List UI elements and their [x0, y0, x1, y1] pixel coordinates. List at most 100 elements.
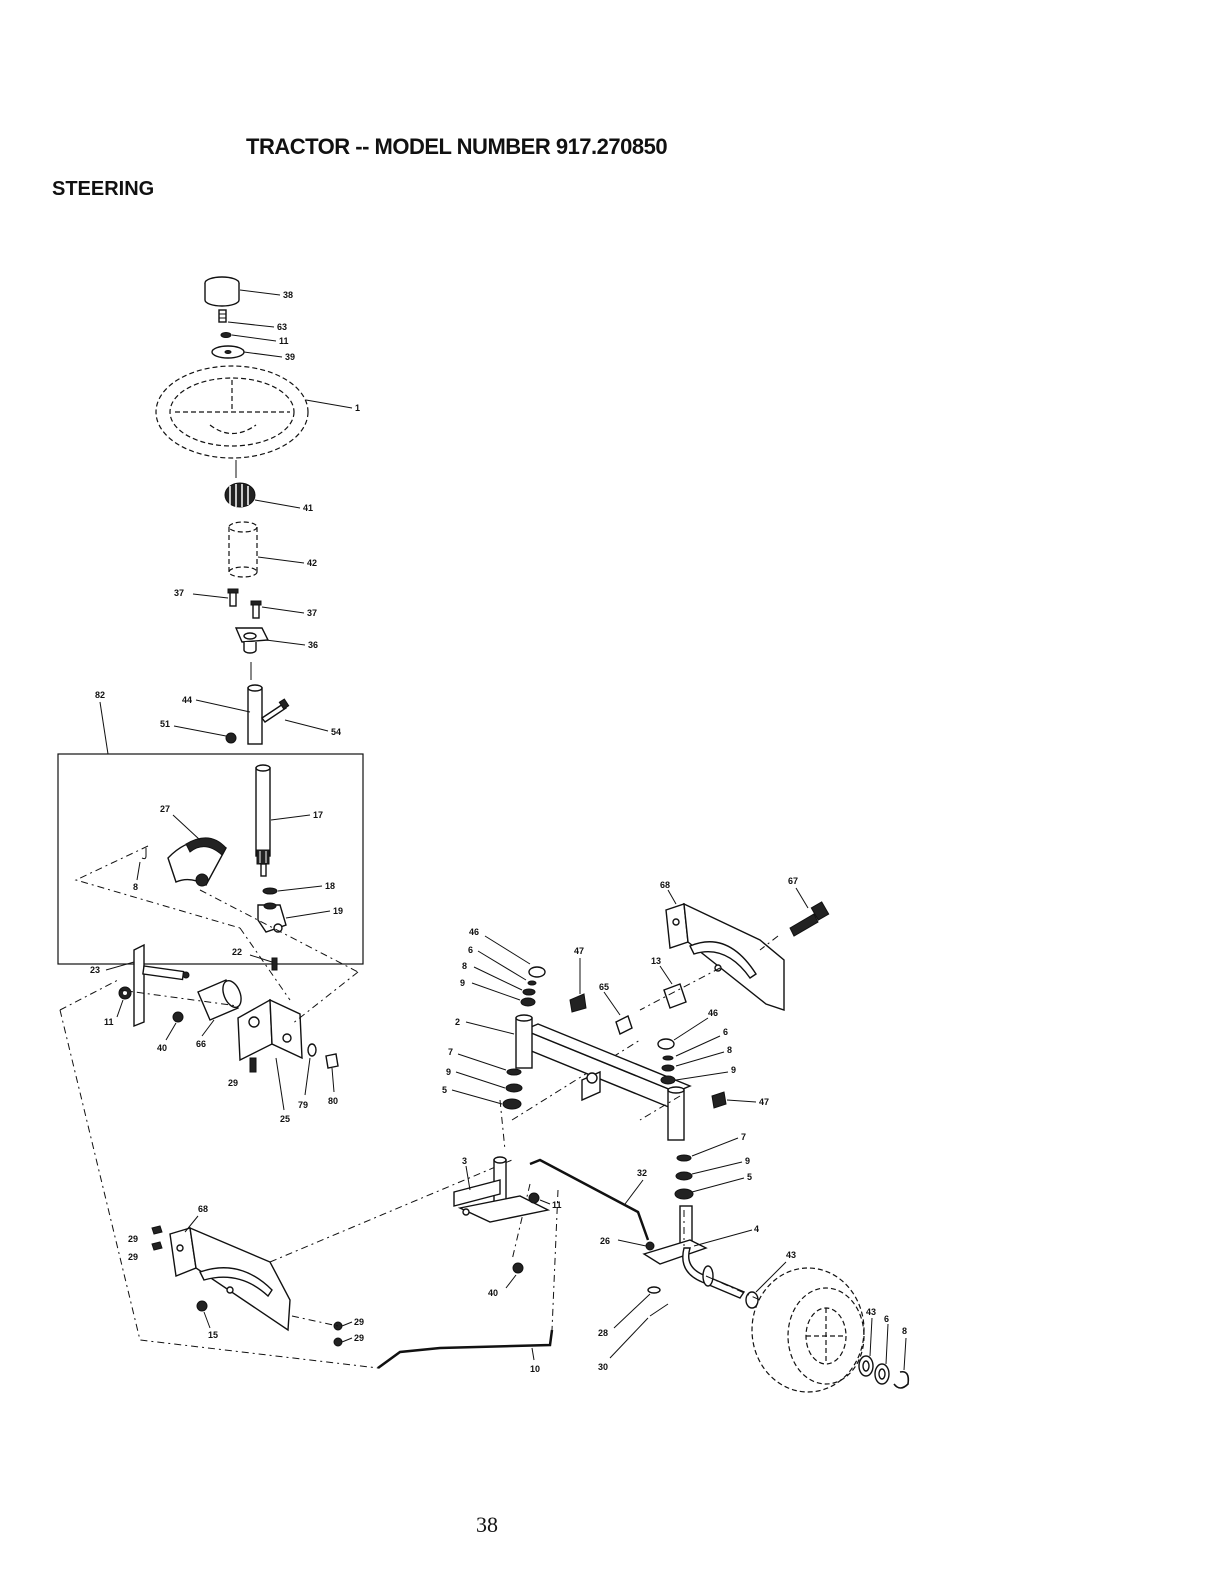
shaft-bolt	[262, 699, 289, 722]
washer-28	[648, 1287, 660, 1293]
bushing-65	[616, 1016, 632, 1034]
bolt-29-b	[152, 1242, 162, 1250]
steering-bellows	[229, 522, 257, 577]
callout-27: 27	[160, 804, 170, 814]
bolt-29-a	[152, 1226, 162, 1234]
callout-29-d: 29	[354, 1333, 364, 1343]
wheel-retaining-ring	[894, 1372, 908, 1388]
callout-3: 3	[462, 1156, 467, 1166]
bracket-washer	[308, 1044, 316, 1056]
callout-79: 79	[298, 1100, 308, 1110]
left-steering-bracket	[170, 1228, 290, 1330]
inset-nut	[173, 1012, 183, 1022]
bolt-left	[228, 589, 238, 606]
callout-6-left: 6	[468, 945, 473, 955]
left-spindle	[454, 1157, 548, 1222]
callout-9-right: 9	[731, 1065, 736, 1075]
callout-5-right: 5	[747, 1172, 752, 1182]
bracket-nut	[326, 1054, 338, 1068]
callout-47-left: 47	[574, 946, 584, 956]
callout-82: 82	[95, 690, 105, 700]
callout-63: 63	[277, 322, 287, 332]
left-upper-hardware	[521, 967, 545, 1006]
callout-5-left: 5	[442, 1085, 447, 1095]
callout-13: 13	[651, 956, 661, 966]
callout-11-inset: 11	[104, 1017, 114, 1027]
callout-8-left: 8	[462, 961, 467, 971]
steering-column-bracket	[236, 628, 268, 653]
callout-10: 10	[530, 1364, 540, 1374]
callout-29-c: 29	[354, 1317, 364, 1327]
nut-29-d	[334, 1338, 342, 1346]
cotter-pin	[142, 848, 146, 859]
steering-bracket	[238, 1000, 302, 1060]
callout-8-inset: 8	[133, 882, 138, 892]
callout-9-lower-left: 9	[446, 1067, 451, 1077]
callout-40-inset: 40	[157, 1043, 167, 1053]
callout-26: 26	[600, 1236, 610, 1246]
front-wheel	[752, 1268, 864, 1392]
callout-11: 11	[279, 336, 289, 346]
right-lower-hardware	[675, 1155, 693, 1199]
callout-9-lower-right: 9	[745, 1156, 750, 1166]
callout-7-right: 7	[741, 1132, 746, 1142]
steering-gear-adapter	[225, 483, 255, 507]
callout-19: 19	[333, 906, 343, 916]
callout-46-left: 46	[469, 927, 479, 937]
callout-51: 51	[160, 719, 170, 729]
tie-rod	[530, 1160, 648, 1240]
callout-68-right: 68	[660, 880, 670, 890]
callout-29-a: 29	[128, 1234, 138, 1244]
page-number: 38	[476, 1512, 498, 1538]
callout-66: 66	[196, 1039, 206, 1049]
callout-6-right: 6	[723, 1027, 728, 1037]
callout-41: 41	[303, 503, 313, 513]
grease-fitting-left	[570, 994, 586, 1012]
callout-1: 1	[355, 403, 360, 413]
callout-32: 32	[637, 1168, 647, 1178]
callout-42: 42	[307, 558, 317, 568]
callout-29-inset: 29	[228, 1078, 238, 1088]
callout-15: 15	[208, 1330, 218, 1340]
shaft-washer	[263, 888, 277, 894]
callout-8-right: 8	[727, 1045, 732, 1055]
callout-37-left: 37	[174, 588, 184, 598]
tie-rod-nut	[646, 1242, 654, 1250]
shaft-bearing-block	[258, 903, 286, 932]
spindle-nut	[513, 1263, 523, 1273]
callout-43-lower: 43	[866, 1307, 876, 1317]
sector-gear	[168, 838, 226, 886]
steering-cap	[205, 277, 239, 306]
bolt-67	[790, 902, 829, 936]
lock-washer	[221, 333, 231, 338]
callout-44: 44	[182, 695, 192, 705]
callout-11-spindle: 11	[552, 1200, 562, 1210]
drag-link	[378, 1330, 552, 1368]
bracket-bolt	[250, 1058, 256, 1072]
callout-22: 22	[232, 947, 242, 957]
callout-17: 17	[313, 810, 323, 820]
callout-43-upper: 43	[786, 1250, 796, 1260]
steering-wheel	[156, 366, 308, 458]
callout-25: 25	[280, 1114, 290, 1124]
bolt-right	[251, 601, 261, 618]
callout-2: 2	[455, 1017, 460, 1027]
callout-23: 23	[90, 965, 100, 975]
callout-46-right: 46	[708, 1008, 718, 1018]
left-lower-hardware	[503, 1069, 522, 1109]
shaft-nut	[226, 733, 236, 743]
steering-shaft	[248, 685, 262, 744]
callout-54: 54	[331, 727, 341, 737]
callout-9-left: 9	[460, 978, 465, 988]
right-spindle	[644, 1206, 744, 1298]
callout-47-right: 47	[759, 1097, 769, 1107]
callout-6-wheel: 6	[884, 1314, 889, 1324]
nut-29-c	[334, 1322, 342, 1330]
callout-18: 18	[325, 881, 335, 891]
callout-28: 28	[598, 1328, 608, 1338]
cap-bolt	[219, 310, 226, 322]
callout-29-b: 29	[128, 1252, 138, 1262]
callout-65: 65	[599, 982, 609, 992]
callout-39: 39	[285, 352, 295, 362]
spacer-sleeve	[198, 978, 245, 1020]
